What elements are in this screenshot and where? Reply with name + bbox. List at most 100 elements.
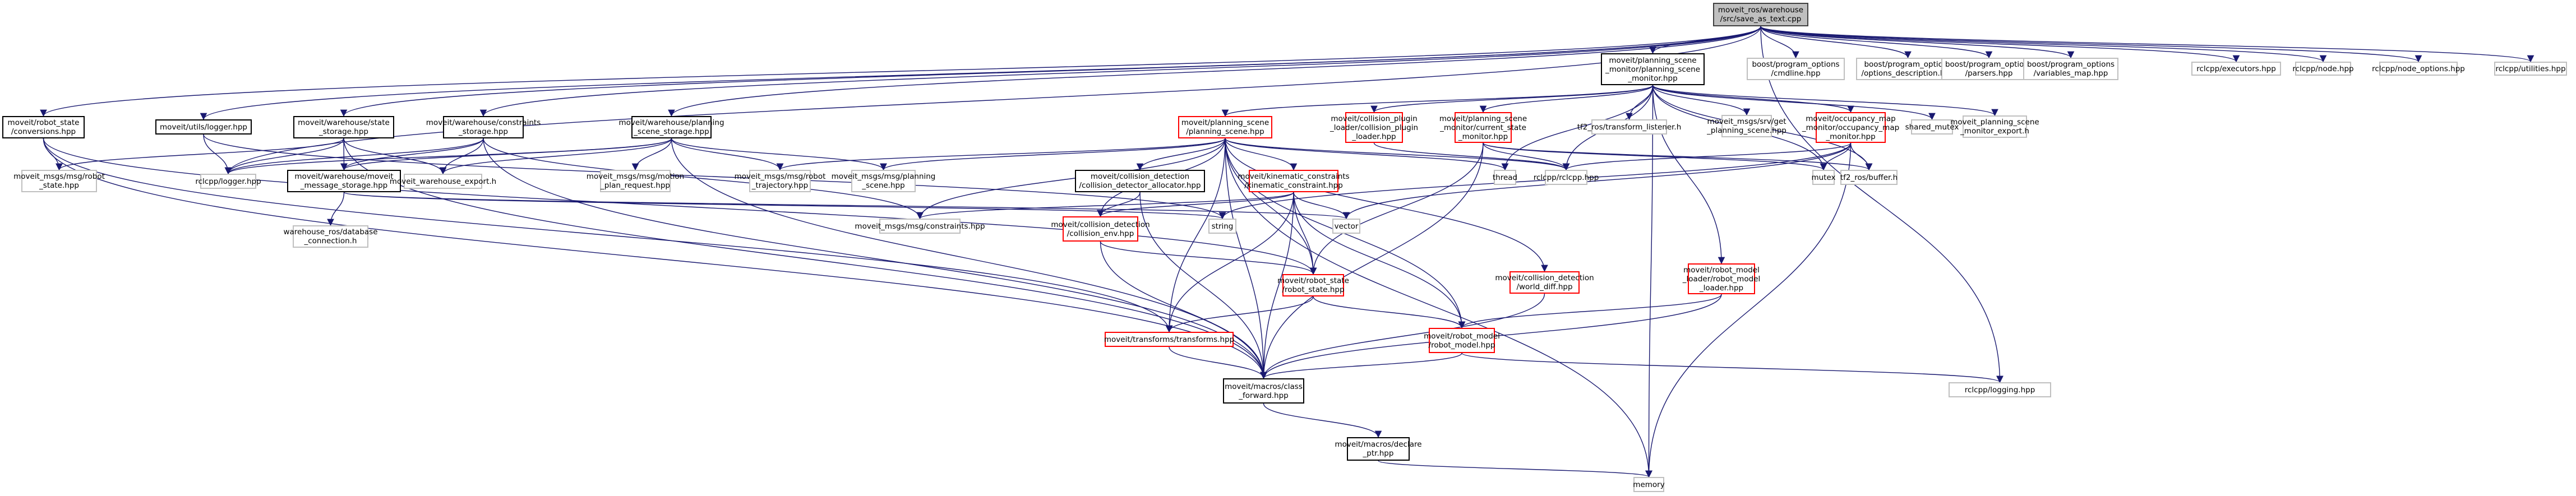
node-label: moveit/planning_scene /planning_scene.hp… <box>1181 118 1269 136</box>
node-label: rclcpp/rclcpp.hpp <box>1533 173 1599 182</box>
node-label: moveit/warehouse/constraints _storage.hp… <box>426 118 541 136</box>
node-label: boost/program_options /variables_map.hpp <box>2026 60 2115 78</box>
edge-kc-to-classfwd <box>1260 192 1294 379</box>
node-rstate[interactable]: moveit/robot_state /robot_state.hpp <box>1277 274 1349 296</box>
edge-msgst-to-vector <box>343 192 1350 220</box>
edge-ps-to-transforms <box>1165 138 1226 333</box>
node-label: moveit/warehouse/planning _scene_storage… <box>618 118 724 136</box>
node-label: memory <box>1633 480 1665 489</box>
node-label: moveit_ros/warehouse /src/save_as_text.c… <box>1718 6 1804 24</box>
node-label: moveit/planning_scene _monitor/planning_… <box>1605 55 1701 83</box>
node-label: moveit/collision_detection /collision_en… <box>1051 220 1150 238</box>
node-wdiff[interactable]: moveit/collision_detection /world_diff.h… <box>1495 271 1594 294</box>
node-omm[interactable]: moveit/occupancy_map _monitor/occupancy_… <box>1802 112 1899 143</box>
node-cenv[interactable]: moveit/collision_detection /collision_en… <box>1051 216 1150 242</box>
node-dbconn: warehouse_ros/database _connection.h <box>283 225 378 248</box>
edge-cenv-to-rstate <box>1100 241 1317 275</box>
node-declptr[interactable]: moveit/macros/declare _ptr.hpp <box>1335 437 1422 461</box>
edge-csm-to-tfbuffer <box>1483 142 1872 171</box>
edge-omm-to-string <box>1218 142 1852 220</box>
edge-psm-to-omm <box>1652 85 1854 113</box>
node-label: vector <box>1334 221 1359 231</box>
node-rml[interactable]: moveit/robot_model _loader/robot_model _… <box>1683 263 1760 294</box>
edge-constst-to-msgst <box>340 138 484 171</box>
edge-declptr-to-memory <box>1378 460 1652 478</box>
edge-root-to-varmap <box>1760 26 2075 59</box>
edge-statest-to-rclogger <box>224 138 344 175</box>
node-label: thread <box>1492 173 1518 182</box>
node-cpl[interactable]: moveit/collision_plugin _loader/collisio… <box>1330 112 1418 143</box>
edge-root-to-executors <box>1760 26 2240 63</box>
edge-constst-to-rclogger <box>224 138 484 175</box>
edge-msgst-to-string <box>343 192 1226 220</box>
edge-ps-to-thread <box>1225 138 1509 171</box>
edge-csm-to-rclcpp <box>1483 142 1570 171</box>
node-label: moveit/planning_scene _monitor/current_s… <box>1439 114 1527 141</box>
node-cmdline: boost/program_options /cmdline.hpp <box>1747 58 1845 80</box>
edge-ulogger-to-string <box>203 134 1226 220</box>
node-label: moveit_msgs/msg/planning _scene.hpp <box>831 172 936 190</box>
edge-rmodel-to-classfwd <box>1260 353 1462 379</box>
edge-root-to-constst <box>480 26 1761 117</box>
node-label: moveit/warehouse/moveit _message_storage… <box>294 172 394 190</box>
edge-ps-to-kc <box>1225 138 1298 171</box>
node-label: mutex <box>1811 173 1836 182</box>
edge-rsconv-to-transforms <box>43 138 1173 333</box>
edge-psm-to-rml <box>1652 85 1725 265</box>
node-label: rclcpp/node_options.hpp <box>2372 64 2465 73</box>
node-csm[interactable]: moveit/planning_scene _monitor/current_s… <box>1439 112 1527 143</box>
node-transforms[interactable]: moveit/transforms/transforms.hpp <box>1104 332 1234 347</box>
edge-root-to-node <box>1760 26 2326 63</box>
node-msgst[interactable]: moveit/warehouse/moveit _message_storage… <box>287 170 401 192</box>
edge-omm-to-mutex <box>1820 142 1852 171</box>
edge-csm-to-rstate <box>1309 142 1484 275</box>
node-whexport: moveit_warehouse_export.h <box>390 174 496 189</box>
edge-omm-to-vector <box>1342 142 1852 220</box>
node-ps[interactable]: moveit/planning_scene /planning_scene.hp… <box>1178 116 1272 138</box>
node-root[interactable]: moveit_ros/warehouse /src/save_as_text.c… <box>1713 3 1808 26</box>
node-label: moveit/collision_detection /collision_de… <box>1079 172 1201 190</box>
node-sharedmutex: shared_mutex <box>1905 119 1959 135</box>
edge-root-to-logging <box>1760 26 2003 383</box>
edge-ps-to-rstate <box>1225 138 1317 275</box>
node-label: moveit/collision_detection /world_diff.h… <box>1495 274 1594 291</box>
node-kc[interactable]: moveit/kinematic_constraints /kinematic_… <box>1238 170 1350 192</box>
edge-transforms-to-classfwd <box>1169 346 1267 379</box>
edge-root-to-rclogger <box>224 26 1761 175</box>
edge-psm-to-ps <box>1222 85 1654 117</box>
edge-ps-to-cda <box>1136 138 1226 171</box>
edge-kc-to-rmodel <box>1293 192 1466 329</box>
node-mpr: moveit_msgs/msg/motion _plan_request.hpp <box>587 170 684 192</box>
node-statest[interactable]: moveit/warehouse/state _storage.hpp <box>293 116 394 138</box>
edge-root-to-parsers <box>1760 26 1993 59</box>
node-rsconv[interactable]: moveit/robot_state /conversions.hpp <box>2 116 85 138</box>
edge-root-to-rsconv <box>40 26 1761 117</box>
node-label: moveit_planning_scene _monitor_export.h <box>1950 118 2039 136</box>
edge-constst-to-classfwd <box>483 138 1267 379</box>
edge-psm-to-getps <box>1652 85 1751 116</box>
edge-msgst-to-dbconn <box>327 192 345 226</box>
edge-root-to-psst <box>668 26 1761 117</box>
edge-ps-to-classfwd <box>1225 138 1267 379</box>
edge-classfwd-to-declptr <box>1263 403 1382 438</box>
node-thread: thread <box>1492 170 1518 185</box>
edge-psst-to-msgst <box>340 138 672 171</box>
edge-root-to-nodeopts <box>1760 26 2422 63</box>
edge-statest-to-whexport <box>343 138 447 175</box>
node-psst[interactable]: moveit/warehouse/planning _scene_storage… <box>619 116 724 138</box>
edge-root-to-psm <box>1649 26 1761 54</box>
edge-kc-to-cenv <box>1097 192 1294 217</box>
node-label: boost/program_options /options_descripti… <box>1861 60 1955 78</box>
edge-cpl-to-rclcpp <box>1373 142 1570 171</box>
edge-psm-to-csm <box>1479 85 1654 113</box>
node-constst[interactable]: moveit/warehouse/constraints _storage.hp… <box>426 116 541 138</box>
node-cda[interactable]: moveit/collision_detection /collision_de… <box>1075 170 1205 192</box>
node-executors: rclcpp/executors.hpp <box>2191 62 2281 76</box>
node-label: moveit/utils/logger.hpp <box>160 122 247 132</box>
node-classfwd[interactable]: moveit/macros/class _forward.hpp <box>1223 378 1304 404</box>
edge-psst-to-psmsg <box>671 138 887 171</box>
node-rmodel[interactable]: moveit/robot_model /robot_model.hpp <box>1424 328 1500 353</box>
node-nodeopts: rclcpp/node_options.hpp <box>2372 62 2465 76</box>
node-ulogger[interactable]: moveit/utils/logger.hpp <box>155 119 252 135</box>
node-psm[interactable]: moveit/planning_scene _monitor/planning_… <box>1601 53 1705 85</box>
